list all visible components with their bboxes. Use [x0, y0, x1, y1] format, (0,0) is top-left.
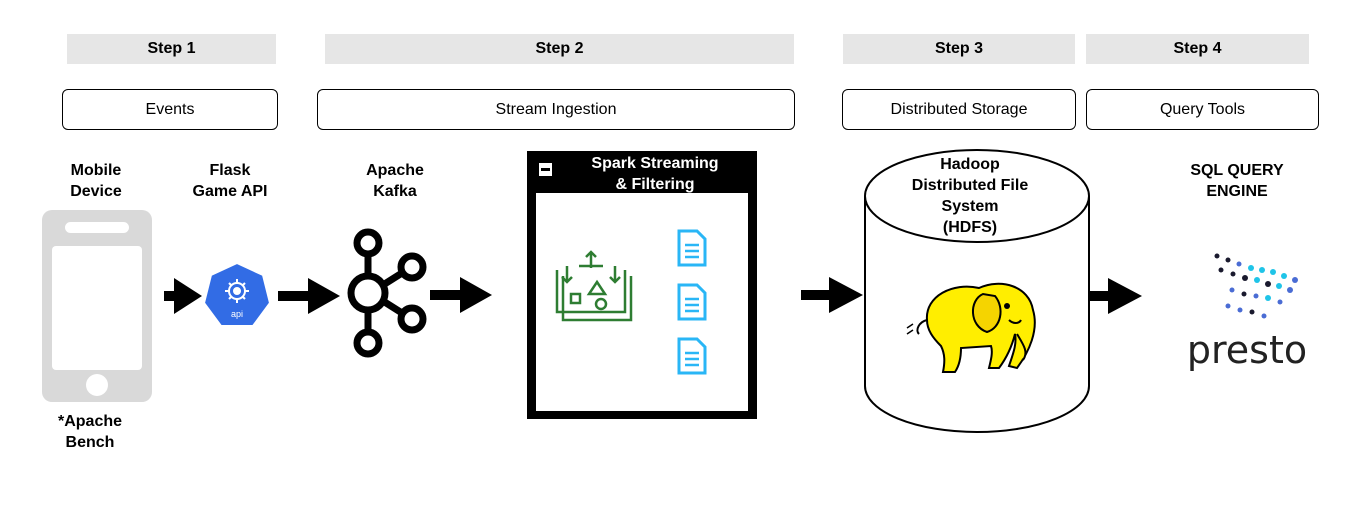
hadoop-elephant-icon: [906, 282, 1036, 373]
arrow-right-icon: [801, 277, 863, 313]
api-badge-text: api: [231, 309, 243, 319]
arrow-right-icon: [1078, 278, 1142, 314]
apache-bench-label: *Apache Bench: [57, 413, 123, 451]
hdfs-label: Hadoop Distributed File System (HDFS): [911, 156, 1029, 236]
mobile-device-label: Mobile Device: [70, 162, 122, 200]
collapse-icon[interactable]: [539, 163, 552, 176]
arrow-right-icon: [278, 278, 340, 314]
spark-streaming-container: Spark Streaming & Filtering: [527, 151, 757, 419]
document-icon: [677, 283, 707, 321]
stage-distributed-storage: Distributed Storage: [842, 89, 1076, 130]
stream-processing-icon: [555, 250, 633, 322]
kafka-label: Apache Kafka: [366, 162, 424, 200]
document-icon: [677, 229, 707, 267]
arrow-right-icon: [164, 278, 202, 314]
api-badge-icon: api: [202, 261, 272, 327]
kafka-logo-icon: [347, 228, 427, 358]
step-1-header: Step 1: [67, 34, 276, 64]
stage-query-tools: Query Tools: [1086, 89, 1319, 130]
presto-logo-icon: [1214, 253, 1298, 319]
spark-streaming-title: Spark Streaming & Filtering: [591, 155, 719, 193]
smartphone-icon: [42, 210, 152, 402]
presto-wordmark: presto: [1186, 328, 1308, 372]
step-4-header: Step 4: [1086, 34, 1309, 64]
stage-events: Events: [62, 89, 278, 130]
sql-engine-label: SQL QUERY ENGINE: [1190, 162, 1284, 200]
step-3-header: Step 3: [843, 34, 1075, 64]
arrow-right-icon: [430, 277, 492, 313]
flask-api-label: Flask Game API: [192, 162, 268, 200]
step-2-header: Step 2: [325, 34, 794, 64]
document-icon: [677, 337, 707, 375]
stage-stream-ingestion: Stream Ingestion: [317, 89, 795, 130]
